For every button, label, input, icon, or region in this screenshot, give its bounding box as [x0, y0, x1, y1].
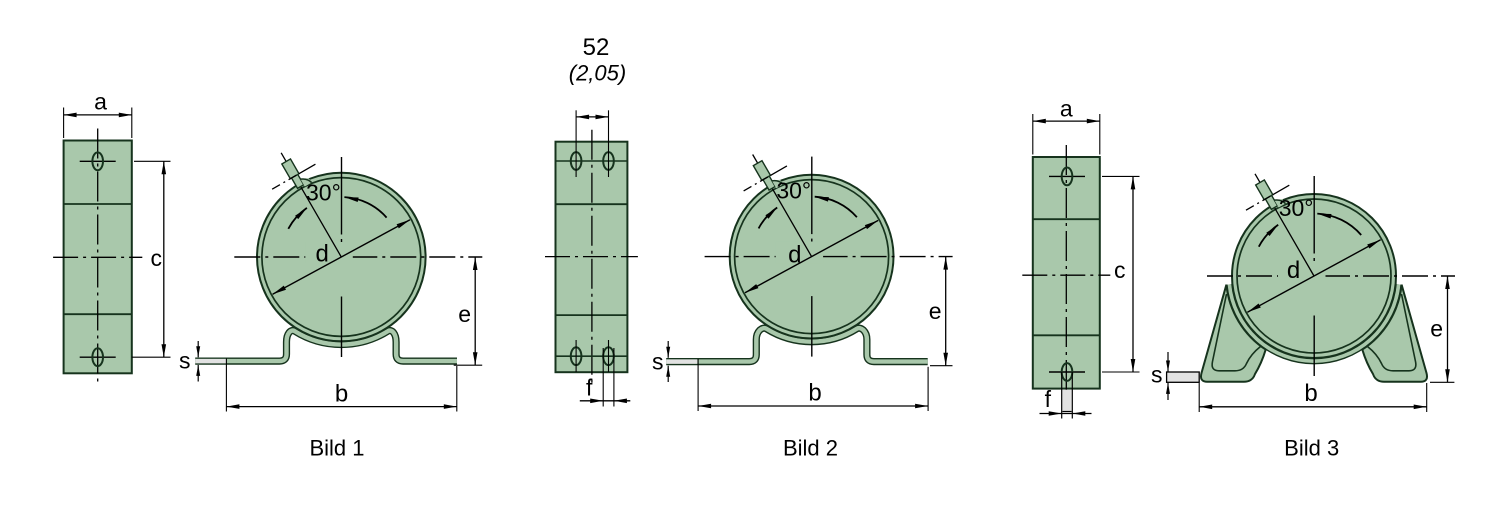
- svg-text:a: a: [1060, 95, 1073, 121]
- svg-text:f: f: [1045, 386, 1052, 412]
- svg-text:s: s: [179, 348, 191, 374]
- svg-text:b: b: [335, 381, 348, 408]
- svg-text:d: d: [788, 242, 801, 269]
- svg-text:a: a: [94, 88, 107, 114]
- svg-text:e: e: [458, 301, 471, 327]
- svg-text:c: c: [151, 245, 163, 271]
- svg-text:e: e: [1430, 316, 1443, 342]
- svg-text:s: s: [652, 349, 664, 375]
- svg-text:d: d: [1287, 257, 1300, 284]
- svg-text:30°: 30°: [776, 177, 811, 203]
- svg-text:b: b: [1304, 380, 1317, 407]
- svg-text:Bild 2: Bild 2: [783, 436, 838, 461]
- svg-text:Bild 3: Bild 3: [1284, 436, 1339, 461]
- svg-text:30°: 30°: [1279, 195, 1314, 221]
- svg-text:c: c: [1114, 257, 1126, 283]
- svg-text:b: b: [808, 380, 821, 407]
- svg-text:30°: 30°: [306, 179, 341, 205]
- svg-text:s: s: [1151, 362, 1163, 388]
- svg-text:52: 52: [583, 34, 610, 61]
- svg-text:Bild 1: Bild 1: [309, 436, 364, 461]
- svg-text:e: e: [929, 298, 942, 324]
- svg-text:d: d: [315, 241, 328, 268]
- svg-text:(2,05): (2,05): [569, 61, 626, 86]
- svg-text:f: f: [586, 374, 593, 400]
